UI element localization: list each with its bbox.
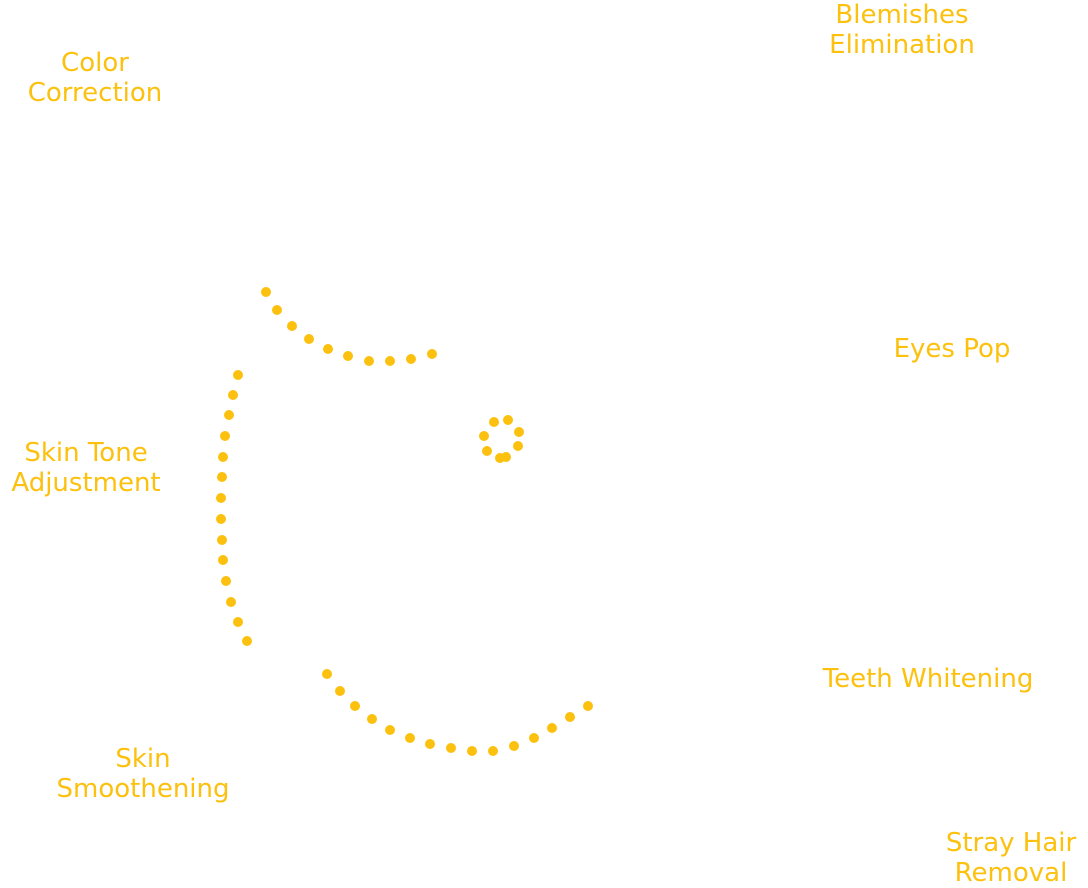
label-skin-smoothening-line1: Skin bbox=[115, 744, 171, 774]
label-color-correction: Color Correction bbox=[14, 48, 176, 108]
dot bbox=[427, 349, 437, 359]
dot bbox=[218, 555, 228, 565]
label-eyes-pop: Eyes Pop bbox=[872, 334, 1032, 364]
label-blemishes-elimination-line2: Elimination bbox=[829, 30, 975, 60]
dot bbox=[221, 576, 231, 586]
dot bbox=[233, 370, 243, 380]
dot bbox=[304, 334, 314, 344]
label-color-correction-line2: Correction bbox=[27, 78, 163, 108]
dot bbox=[350, 701, 360, 711]
dot bbox=[565, 712, 575, 722]
dot bbox=[406, 354, 416, 364]
dot bbox=[367, 714, 377, 724]
dotted-arc-bottom bbox=[322, 669, 593, 756]
dot bbox=[343, 351, 353, 361]
dotted-arc-left bbox=[216, 370, 252, 646]
dot bbox=[509, 741, 519, 751]
dot bbox=[216, 514, 226, 524]
dot bbox=[287, 321, 297, 331]
dot bbox=[335, 686, 345, 696]
dot bbox=[467, 746, 477, 756]
dot bbox=[224, 410, 234, 420]
dot bbox=[583, 701, 593, 711]
dot bbox=[261, 287, 271, 297]
dot bbox=[322, 669, 332, 679]
dot bbox=[385, 356, 395, 366]
label-skin-tone-adjustment: Skin Tone Adjustment bbox=[0, 438, 172, 498]
dot bbox=[514, 427, 524, 437]
dot bbox=[228, 390, 238, 400]
dot bbox=[488, 746, 498, 756]
dot bbox=[217, 535, 227, 545]
dot bbox=[216, 493, 226, 503]
dot bbox=[233, 617, 243, 627]
dot bbox=[242, 636, 252, 646]
dot bbox=[489, 417, 499, 427]
dot bbox=[220, 431, 230, 441]
label-stray-hair-removal-line1: Stray Hair bbox=[945, 828, 1077, 858]
label-teeth-whitening-line1: Teeth Whitening bbox=[822, 664, 1034, 694]
dot bbox=[482, 446, 492, 456]
label-eyes-pop-line1: Eyes Pop bbox=[893, 334, 1011, 364]
dot bbox=[218, 452, 228, 462]
dot bbox=[479, 431, 489, 441]
dot bbox=[529, 733, 539, 743]
dot bbox=[501, 452, 511, 462]
label-blemishes-elimination-line1: Blemishes bbox=[835, 0, 969, 30]
dot bbox=[503, 415, 513, 425]
dot bbox=[226, 597, 236, 607]
label-color-correction-line1: Color bbox=[61, 48, 129, 78]
dot bbox=[385, 725, 395, 735]
dot bbox=[272, 305, 282, 315]
label-skin-smoothening-line2: Smoothening bbox=[56, 774, 230, 804]
dot bbox=[425, 739, 435, 749]
label-skin-tone-adjustment-line2: Adjustment bbox=[11, 468, 161, 498]
dot bbox=[405, 733, 415, 743]
label-teeth-whitening: Teeth Whitening bbox=[800, 664, 1056, 694]
label-stray-hair-removal: Stray Hair Removal bbox=[936, 828, 1086, 888]
dot bbox=[323, 344, 333, 354]
dot bbox=[547, 723, 557, 733]
label-skin-smoothening: Skin Smoothening bbox=[38, 744, 248, 804]
dot bbox=[217, 472, 227, 482]
dotted-circle-center bbox=[479, 415, 524, 463]
dot bbox=[446, 743, 456, 753]
dotted-arc-top bbox=[261, 287, 437, 366]
label-skin-tone-adjustment-line1: Skin Tone bbox=[24, 438, 148, 468]
dot bbox=[364, 356, 374, 366]
dot bbox=[513, 441, 523, 451]
label-blemishes-elimination: Blemishes Elimination bbox=[812, 0, 992, 60]
label-stray-hair-removal-line2: Removal bbox=[954, 858, 1068, 888]
